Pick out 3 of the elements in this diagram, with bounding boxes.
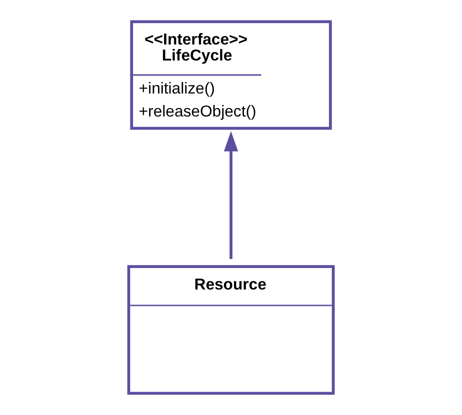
- node-box: <<Interface>> LifeCycle +initialize() +releaseObject(): [130, 20, 332, 130]
- arrow: [224, 131, 238, 259]
- node-box: Resource: [127, 265, 335, 395]
